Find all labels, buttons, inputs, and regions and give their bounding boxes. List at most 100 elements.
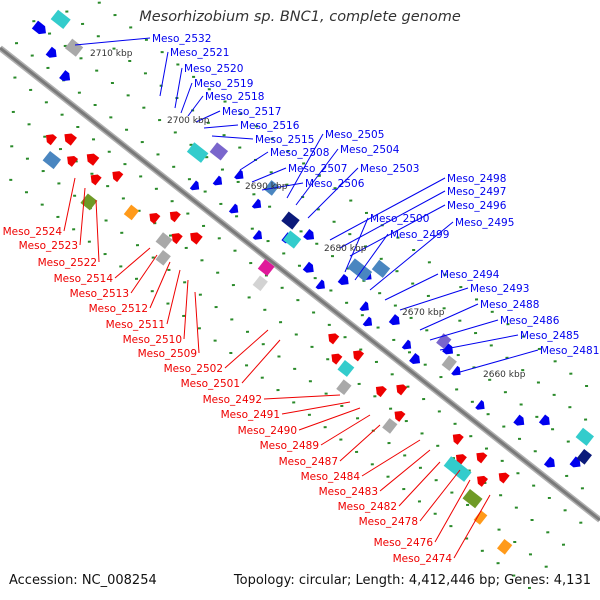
gene-arrow: [476, 452, 488, 464]
tick-mark: [129, 26, 133, 29]
tick-mark: [110, 81, 114, 85]
tick-mark: [79, 57, 83, 60]
gene-arrow-shape: [64, 133, 77, 146]
gene-arrow-shape: [353, 350, 365, 362]
tick-mark: [250, 227, 254, 230]
label-leader: [286, 133, 324, 199]
tick-mark: [506, 323, 510, 326]
tick-mark: [202, 224, 206, 227]
tick-mark: [107, 150, 111, 153]
gene-label: Meso_2476: [374, 537, 434, 549]
gene-block-shape: [209, 142, 229, 161]
tick-mark: [533, 450, 537, 453]
gene-arrow: [328, 333, 340, 345]
tick-mark: [393, 304, 397, 307]
label-leader: [419, 303, 479, 331]
tick-mark: [389, 407, 393, 410]
gene-label: Meso_2478: [359, 516, 418, 528]
label-leader: [180, 82, 193, 114]
tick-mark: [43, 135, 47, 138]
tick-mark: [579, 521, 583, 524]
tick-mark: [310, 345, 314, 348]
tick-mark: [154, 187, 158, 190]
gene-label: Meso_2490: [238, 425, 297, 437]
tick-mark: [121, 197, 125, 200]
gene-arrow-shape: [303, 228, 315, 240]
scale-label: 2710 kbp: [90, 49, 133, 59]
tick-mark: [474, 331, 478, 335]
label-leader: [349, 204, 446, 257]
tick-mark: [449, 525, 453, 528]
tick-mark: [189, 143, 193, 146]
gene-label: Meso_2511: [106, 319, 165, 331]
label-leader: [295, 148, 339, 206]
label-leader: [339, 190, 446, 249]
gene-label: Meso_2523: [19, 240, 78, 252]
tick-mark: [395, 270, 399, 273]
tick-mark: [56, 215, 60, 219]
tick-mark: [192, 75, 196, 78]
gene-arrow-shape: [362, 316, 373, 327]
label-leader: [361, 439, 421, 477]
tick-mark: [276, 389, 280, 392]
tick-mark: [489, 344, 493, 347]
gene-block-shape: [347, 258, 373, 282]
tick-mark: [512, 574, 516, 577]
label-leader: [263, 394, 341, 400]
gene-arrow-shape: [31, 20, 46, 35]
tick-mark: [296, 299, 300, 302]
gene-block: [462, 488, 483, 509]
tick-mark: [266, 239, 270, 243]
tick-mark: [406, 385, 410, 388]
tick-mark: [187, 178, 191, 181]
label-leader: [114, 247, 151, 279]
tick-mark: [502, 425, 506, 428]
gene-arrow-shape: [302, 261, 314, 273]
label-leader: [429, 319, 499, 341]
gene-label: Meso_2521: [170, 47, 229, 59]
tick-mark: [370, 463, 374, 466]
gene-label: Meso_2486: [500, 315, 560, 327]
gene-arrow-shape: [337, 273, 349, 285]
gene-label: Meso_2503: [360, 163, 419, 175]
gene-label: Meso_2510: [123, 334, 182, 346]
gene-block: [80, 193, 98, 211]
tick-mark: [330, 255, 335, 258]
tick-mark: [315, 242, 319, 245]
tick-mark: [96, 35, 100, 38]
label-leader: [354, 233, 389, 281]
gene-arrow: [212, 175, 223, 186]
gene-arrow-shape: [476, 452, 488, 464]
gene-label: Meso_2524: [3, 226, 63, 238]
tick-mark: [294, 333, 298, 336]
label-leader: [195, 110, 221, 123]
tick-mark: [186, 212, 190, 215]
tick-mark: [443, 273, 447, 276]
gene-arrow: [112, 171, 124, 183]
gene-block: [337, 360, 355, 377]
label-leader: [63, 177, 76, 232]
gene-block-shape: [42, 150, 62, 170]
tick-mark: [168, 234, 173, 237]
tick-mark: [404, 420, 408, 423]
gene-block: [155, 232, 173, 250]
gene-label: Meso_2516: [240, 120, 300, 132]
tick-mark: [252, 193, 256, 196]
gene-block-shape: [371, 259, 391, 278]
gene-arrow: [475, 399, 485, 410]
label-leader: [339, 424, 381, 462]
tick-mark: [173, 131, 177, 134]
tick-mark: [402, 487, 406, 491]
gene-block-shape: [123, 204, 140, 221]
label-leader: [320, 414, 371, 446]
tick-mark: [360, 314, 364, 317]
tick-mark: [499, 494, 503, 497]
gene-label: Meso_2499: [390, 229, 449, 241]
gene-arrow-shape: [46, 134, 57, 146]
tick-mark: [57, 182, 61, 185]
gene-arrow: [31, 20, 46, 35]
tick-mark: [198, 293, 202, 296]
gene-arrow: [302, 261, 314, 273]
gene-label: Meso_2495: [455, 217, 514, 229]
tick-mark: [268, 205, 272, 208]
